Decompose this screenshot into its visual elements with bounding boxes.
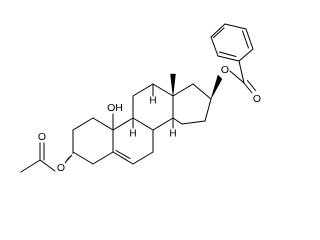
ring-d xyxy=(172,83,212,125)
carbonyl-oxygen-benzoate-label: O xyxy=(253,93,261,105)
hydrogen-c8-label: H xyxy=(149,96,156,107)
ester-oxygen-acetate-label: O xyxy=(57,162,65,174)
carbonyl-oxygen-acetate-label: O xyxy=(38,131,46,143)
ester-oxygen-benzoate-label: O xyxy=(221,64,229,76)
double-bond-c5-c6 xyxy=(115,150,131,159)
ring-a xyxy=(72,117,114,165)
chemical-structure-diagram: OH O O O O H H H xyxy=(20,23,261,174)
methyl-wedge xyxy=(170,73,176,97)
benzoate-group xyxy=(210,60,256,100)
hydrogen-c9-label: H xyxy=(129,129,136,140)
acetate-group xyxy=(20,142,74,173)
hydroxyl-label: OH xyxy=(107,102,123,114)
hydrogen-c14-label: H xyxy=(169,129,176,140)
ring-c xyxy=(132,83,174,131)
ring-b xyxy=(112,117,154,165)
benzene-ring xyxy=(210,23,254,62)
